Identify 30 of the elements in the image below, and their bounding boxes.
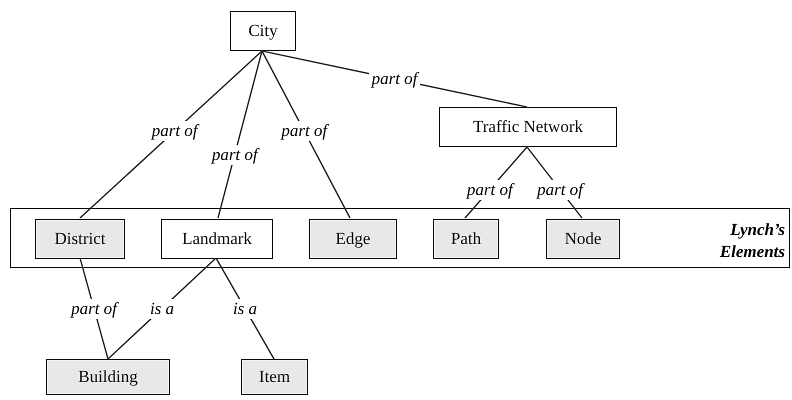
concept-box [309, 219, 397, 259]
concept-box [241, 359, 308, 395]
node-label: Landmark [182, 229, 252, 249]
node-label: Node [564, 229, 602, 249]
connector-line [261, 50, 351, 218]
node-label: District [54, 229, 106, 249]
concept-box [439, 107, 617, 147]
concept-box [433, 219, 499, 259]
concept-box [161, 219, 273, 259]
edge-label: part of [208, 144, 261, 165]
concept-box [546, 219, 620, 259]
edge-label: part of [464, 180, 516, 200]
edge-label: part of [368, 69, 420, 89]
edge-label: part of [534, 180, 586, 200]
connector-line [217, 50, 263, 218]
node-label: Edge [336, 229, 370, 249]
node-label: Building [78, 367, 138, 387]
concept-box [35, 219, 125, 259]
connector-line [80, 50, 262, 219]
group-band [10, 208, 790, 268]
node-label: Item [258, 367, 290, 387]
edge-label: part of [148, 121, 201, 142]
concept-box [46, 359, 170, 395]
node-label: Path [450, 229, 482, 249]
node-label: Traffic Network [472, 117, 583, 137]
edge-label: part of [278, 121, 330, 142]
concept-box [230, 11, 296, 51]
node-label: City [248, 21, 278, 41]
edge-label: part of [68, 298, 120, 318]
group-title: Lynch’s Elements [718, 219, 785, 263]
